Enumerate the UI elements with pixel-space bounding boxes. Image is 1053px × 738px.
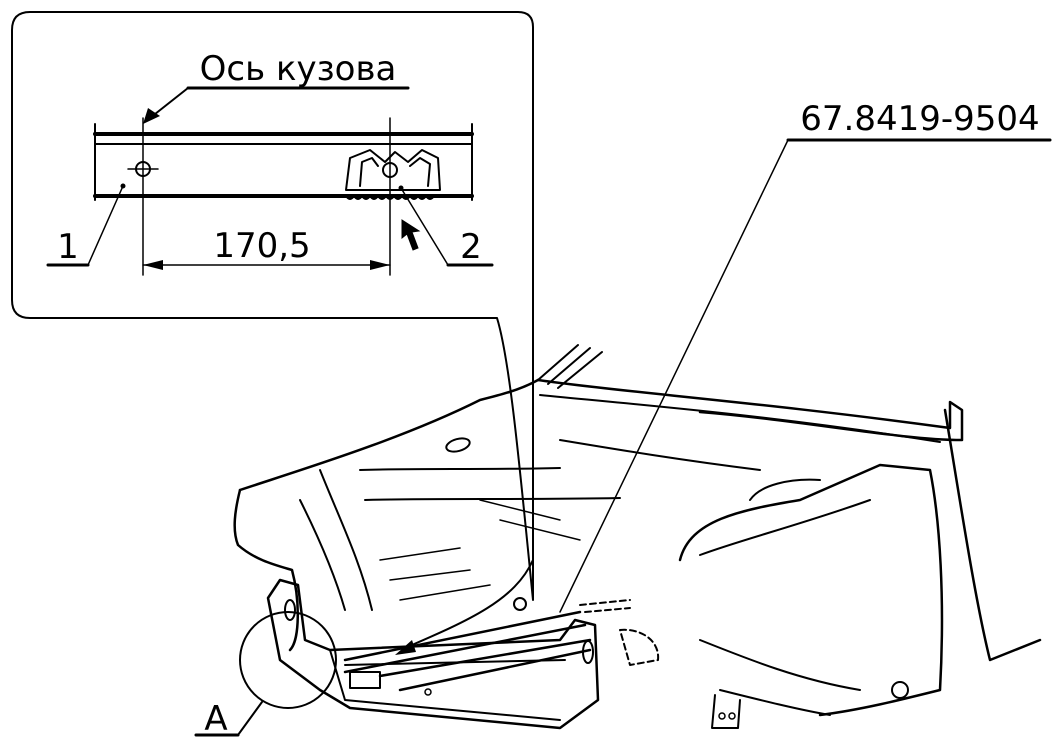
callout-2-leader [400, 187, 449, 266]
left-hole [445, 437, 471, 453]
dimension-arrow-left [143, 260, 163, 270]
shelf-inner-edge [539, 394, 941, 443]
detail-inset: Ось кузова 170,5 1 2 [11, 11, 534, 601]
dimension-arrow-right [370, 260, 390, 270]
inset-frame [11, 11, 534, 601]
left-quarter-top [238, 378, 540, 492]
part-number-label: 67.8419-9504 [800, 99, 1039, 139]
bracket-2 [345, 149, 441, 191]
tow-hook-bracket [711, 694, 741, 729]
floor-ribs [359, 439, 761, 501]
right-hole [891, 681, 909, 699]
right-quarter-edge [943, 408, 1042, 662]
callout-2-label: 2 [460, 227, 482, 267]
dimension-label: 170,5 [213, 226, 310, 266]
part-number-leader [559, 139, 789, 613]
left-quarter-side [233, 488, 299, 652]
fixture-hidden-clamp [619, 628, 660, 666]
callout-1-leader [87, 185, 124, 266]
axis-leader [149, 87, 189, 119]
floor-drain-hole [513, 597, 527, 611]
view-a-circle [239, 611, 337, 709]
left-bracket-hole [284, 599, 296, 621]
view-a-leader [237, 701, 263, 736]
window-trim-lines [537, 344, 603, 389]
car-body-drawing [233, 344, 1042, 730]
rear-panel [266, 578, 600, 730]
tow-hook-hole-2 [728, 712, 736, 720]
left-wheelhouse-lines [299, 469, 373, 611]
axis-leader-arrowhead [143, 108, 160, 124]
view-a-label: A [204, 699, 227, 738]
parcel-shelf-edge [536, 378, 964, 442]
floor-stamping [379, 499, 581, 601]
view-a-callout: A [194, 611, 337, 738]
pointer-arrow-icon [401, 219, 421, 251]
right-lower-lines [699, 639, 861, 716]
part-number-callout: 67.8419-9504 [559, 99, 1052, 613]
fixture-hidden-lines [579, 599, 631, 613]
left-clamp [349, 671, 381, 689]
callout-1-label: 1 [57, 227, 79, 267]
panel-hole [424, 688, 432, 696]
fixture-bars [343, 610, 592, 692]
right-wheelhouse [678, 463, 944, 717]
axis-label: Ось кузова [200, 49, 397, 89]
tow-hook-hole-1 [718, 712, 726, 720]
inset-leader-end [404, 559, 534, 649]
right-wheelhouse-lines [699, 478, 871, 556]
